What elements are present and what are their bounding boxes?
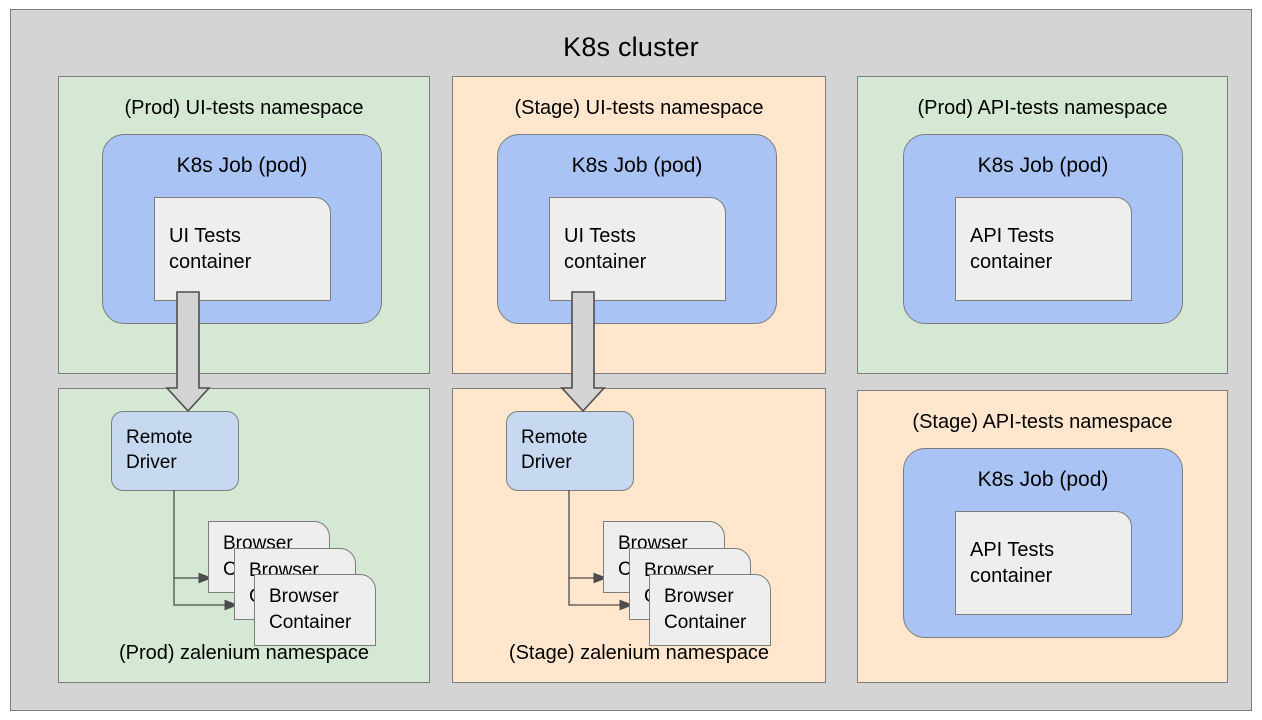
namespace-label-stage-zalenium: (Stage) zalenium namespace: [508, 642, 770, 664]
namespace-prod-zalenium: (Prod) zalenium namespace Remote Driver …: [58, 388, 430, 683]
container-ui-tests-stage: UI Tests container: [549, 197, 726, 301]
pod-prod-api-tests: K8s Job (pod) API Tests container: [903, 134, 1183, 324]
container-api-tests-prod: API Tests container: [955, 197, 1132, 301]
container-label: API Tests container: [970, 538, 1055, 587]
namespace-label-prod-api-tests: (Prod) API-tests namespace: [917, 97, 1168, 119]
pod-stage-ui-tests: K8s Job (pod) UI Tests container: [497, 134, 777, 324]
container-label: API Tests container: [970, 224, 1055, 273]
browser-container-label: Browser Container: [269, 586, 352, 633]
remote-driver-prod: Remote Driver: [111, 411, 239, 491]
namespace-stage-ui-tests: (Stage) UI-tests namespace K8s Job (pod)…: [452, 76, 826, 374]
remote-driver-label: Remote Driver: [521, 427, 588, 473]
namespace-stage-zalenium: (Stage) zalenium namespace Remote Driver…: [452, 388, 826, 683]
namespace-label-prod-zalenium: (Prod) zalenium namespace: [118, 642, 370, 664]
namespace-stage-api-tests: (Stage) API-tests namespace K8s Job (pod…: [857, 390, 1228, 683]
namespace-label-prod-ui-tests: (Prod) UI-tests namespace: [124, 97, 364, 119]
pod-label: K8s Job (pod): [977, 154, 1109, 177]
container-label: UI Tests container: [169, 224, 252, 273]
container-api-tests-stage: API Tests container: [955, 511, 1132, 615]
container-label: UI Tests container: [564, 224, 647, 273]
cluster-title: K8s cluster: [563, 32, 699, 62]
namespace-prod-ui-tests: (Prod) UI-tests namespace K8s Job (pod) …: [58, 76, 430, 374]
pod-stage-api-tests: K8s Job (pod) API Tests container: [903, 448, 1183, 638]
namespace-label-stage-ui-tests: (Stage) UI-tests namespace: [514, 97, 764, 119]
namespace-prod-api-tests: (Prod) API-tests namespace K8s Job (pod)…: [857, 76, 1228, 374]
pod-label: K8s Job (pod): [176, 154, 308, 177]
pod-label: K8s Job (pod): [977, 468, 1109, 491]
browser-container-prod-3: Browser Container: [254, 574, 376, 646]
remote-driver-label: Remote Driver: [126, 427, 193, 473]
pod-prod-ui-tests: K8s Job (pod) UI Tests container: [102, 134, 382, 324]
browser-container-label: Browser Container: [664, 586, 747, 633]
container-ui-tests-prod: UI Tests container: [154, 197, 331, 301]
browser-container-stage-3: Browser Container: [649, 574, 771, 646]
namespace-label-stage-api-tests: (Stage) API-tests namespace: [912, 411, 1173, 433]
remote-driver-stage: Remote Driver: [506, 411, 634, 491]
pod-label: K8s Job (pod): [571, 154, 703, 177]
